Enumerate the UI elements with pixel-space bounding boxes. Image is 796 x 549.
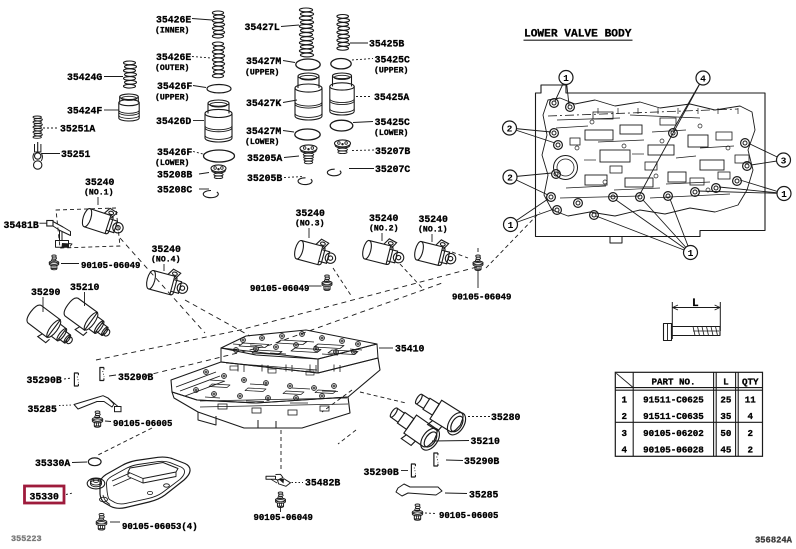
svg-text:4: 4 bbox=[700, 73, 706, 84]
svg-text:35290B: 35290B bbox=[464, 456, 499, 467]
svg-text:(NO.4): (NO.4) bbox=[151, 255, 180, 265]
svg-text:35205A: 35205A bbox=[247, 153, 282, 164]
svg-text:(INNER): (INNER) bbox=[155, 26, 189, 36]
svg-text:90105-06202: 90105-06202 bbox=[643, 428, 704, 439]
svg-text:3: 3 bbox=[781, 155, 787, 166]
svg-text:(LOWER): (LOWER) bbox=[155, 158, 189, 168]
svg-text:(LOWER): (LOWER) bbox=[245, 137, 279, 147]
svg-text:(OUTER): (OUTER) bbox=[155, 63, 189, 73]
svg-text:35427L: 35427L bbox=[245, 22, 280, 33]
svg-text:2: 2 bbox=[748, 428, 754, 439]
svg-text:2: 2 bbox=[621, 411, 627, 422]
svg-text:3: 3 bbox=[621, 428, 627, 439]
svg-text:35410: 35410 bbox=[395, 344, 425, 355]
svg-text:35426E: 35426E bbox=[156, 15, 191, 26]
svg-text:35425C: 35425C bbox=[375, 55, 410, 66]
svg-text:(NO.1): (NO.1) bbox=[418, 225, 447, 235]
svg-text:35330A: 35330A bbox=[35, 458, 70, 469]
svg-text:90105-06049: 90105-06049 bbox=[254, 513, 313, 523]
svg-text:35290B: 35290B bbox=[118, 372, 153, 383]
svg-text:35290: 35290 bbox=[31, 287, 61, 298]
svg-text:90105-06053(4): 90105-06053(4) bbox=[122, 522, 198, 532]
svg-text:35207B: 35207B bbox=[375, 146, 410, 157]
svg-text:35240: 35240 bbox=[369, 213, 399, 224]
svg-text:35240: 35240 bbox=[152, 244, 182, 255]
svg-text:91511-C0635: 91511-C0635 bbox=[643, 411, 704, 422]
svg-text:35330: 35330 bbox=[30, 492, 60, 503]
svg-text:35240: 35240 bbox=[419, 214, 449, 225]
svg-text:(UPPER): (UPPER) bbox=[155, 93, 189, 103]
svg-text:35205B: 35205B bbox=[247, 173, 282, 184]
svg-text:35280: 35280 bbox=[491, 412, 521, 423]
svg-text:35426F: 35426F bbox=[157, 147, 192, 158]
svg-text:35425B: 35425B bbox=[369, 39, 404, 50]
svg-text:356824A: 356824A bbox=[755, 536, 793, 546]
svg-text:L: L bbox=[723, 377, 729, 388]
svg-text:2: 2 bbox=[748, 444, 754, 455]
svg-text:(NO.1): (NO.1) bbox=[84, 188, 113, 198]
svg-text:35240: 35240 bbox=[85, 177, 115, 188]
svg-text:35285: 35285 bbox=[469, 490, 499, 501]
svg-text:90105-06005: 90105-06005 bbox=[439, 511, 498, 521]
svg-text:2: 2 bbox=[507, 123, 513, 134]
svg-text:1: 1 bbox=[781, 189, 787, 200]
svg-text:35251: 35251 bbox=[61, 149, 91, 160]
svg-text:35290B: 35290B bbox=[27, 375, 62, 386]
svg-text:1: 1 bbox=[508, 220, 514, 231]
svg-text:4: 4 bbox=[621, 444, 627, 455]
svg-text:90105-06049: 90105-06049 bbox=[81, 261, 140, 271]
svg-text:35425A: 35425A bbox=[374, 92, 409, 103]
svg-text:35426D: 35426D bbox=[156, 116, 191, 127]
svg-text:(UPPER): (UPPER) bbox=[245, 68, 279, 78]
svg-text:25: 25 bbox=[720, 395, 732, 406]
svg-text:90105-06005: 90105-06005 bbox=[113, 419, 172, 429]
svg-text:11: 11 bbox=[745, 395, 757, 406]
svg-text:35425C: 35425C bbox=[375, 117, 410, 128]
svg-text:35210: 35210 bbox=[471, 436, 501, 447]
svg-text:L: L bbox=[692, 298, 699, 310]
svg-text:PART NO.: PART NO. bbox=[651, 377, 695, 388]
svg-text:35240: 35240 bbox=[296, 208, 326, 219]
svg-text:35482B: 35482B bbox=[305, 478, 340, 489]
svg-text:35290B: 35290B bbox=[364, 467, 399, 478]
svg-text:35427K: 35427K bbox=[246, 98, 281, 109]
svg-text:1: 1 bbox=[563, 73, 569, 84]
svg-text:35426E: 35426E bbox=[156, 52, 191, 63]
svg-text:35427M: 35427M bbox=[246, 56, 281, 67]
svg-text:91511-C0625: 91511-C0625 bbox=[643, 395, 704, 406]
svg-text:35207C: 35207C bbox=[375, 164, 410, 175]
svg-text:35481B: 35481B bbox=[4, 220, 39, 231]
svg-text:90105-06049: 90105-06049 bbox=[452, 293, 511, 303]
svg-text:45: 45 bbox=[720, 444, 732, 455]
svg-text:35424F: 35424F bbox=[67, 106, 102, 117]
svg-text:LOWER VALVE BODY: LOWER VALVE BODY bbox=[524, 29, 632, 41]
svg-text:QTY: QTY bbox=[742, 377, 759, 388]
svg-text:90105-06049: 90105-06049 bbox=[250, 284, 309, 294]
svg-text:4: 4 bbox=[748, 411, 754, 422]
svg-text:2: 2 bbox=[507, 172, 513, 183]
svg-text:(NO.3): (NO.3) bbox=[295, 219, 324, 229]
svg-text:35: 35 bbox=[720, 411, 732, 422]
svg-text:(LOWER): (LOWER) bbox=[374, 128, 408, 138]
svg-text:355223: 355223 bbox=[11, 534, 42, 544]
svg-text:35427M: 35427M bbox=[246, 126, 281, 137]
svg-text:1: 1 bbox=[688, 248, 694, 259]
svg-text:35210: 35210 bbox=[70, 282, 100, 293]
svg-text:1: 1 bbox=[621, 395, 627, 406]
svg-text:35285: 35285 bbox=[28, 404, 58, 415]
svg-text:35426F: 35426F bbox=[157, 81, 192, 92]
svg-text:(NO.2): (NO.2) bbox=[369, 224, 398, 234]
svg-text:35208B: 35208B bbox=[157, 170, 192, 181]
svg-text:90105-06028: 90105-06028 bbox=[643, 444, 704, 455]
svg-text:(UPPER): (UPPER) bbox=[374, 66, 408, 76]
svg-text:35208C: 35208C bbox=[157, 185, 192, 196]
svg-text:35424G: 35424G bbox=[67, 72, 102, 83]
svg-text:50: 50 bbox=[720, 428, 731, 439]
svg-text:35251A: 35251A bbox=[60, 124, 95, 135]
